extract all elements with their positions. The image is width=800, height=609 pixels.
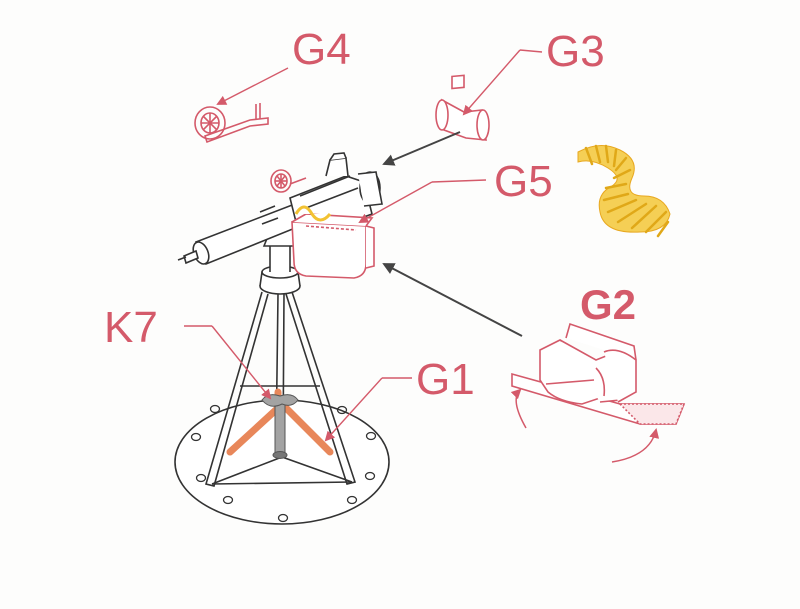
label-g1: G1 bbox=[416, 355, 475, 404]
label-g4: G4 bbox=[292, 25, 351, 74]
label-k7: K7 bbox=[104, 303, 158, 352]
ammo-box-installed bbox=[291, 205, 375, 279]
part-g2-ammo-box bbox=[511, 322, 686, 425]
tripod-base-plate bbox=[174, 397, 390, 525]
part-g3-hood bbox=[435, 74, 490, 141]
part-g5-belt bbox=[577, 144, 671, 238]
label-g3: G3 bbox=[546, 27, 605, 76]
label-g5: G5 bbox=[494, 157, 553, 206]
fold-arrows bbox=[510, 388, 660, 463]
gun-sight-wheel bbox=[270, 169, 307, 193]
base-plate-holes bbox=[190, 397, 377, 523]
label-g2: G2 bbox=[580, 281, 637, 328]
assembly-arrows bbox=[184, 49, 543, 442]
tripod-legs bbox=[204, 291, 357, 487]
part-g4-sight bbox=[194, 103, 269, 144]
